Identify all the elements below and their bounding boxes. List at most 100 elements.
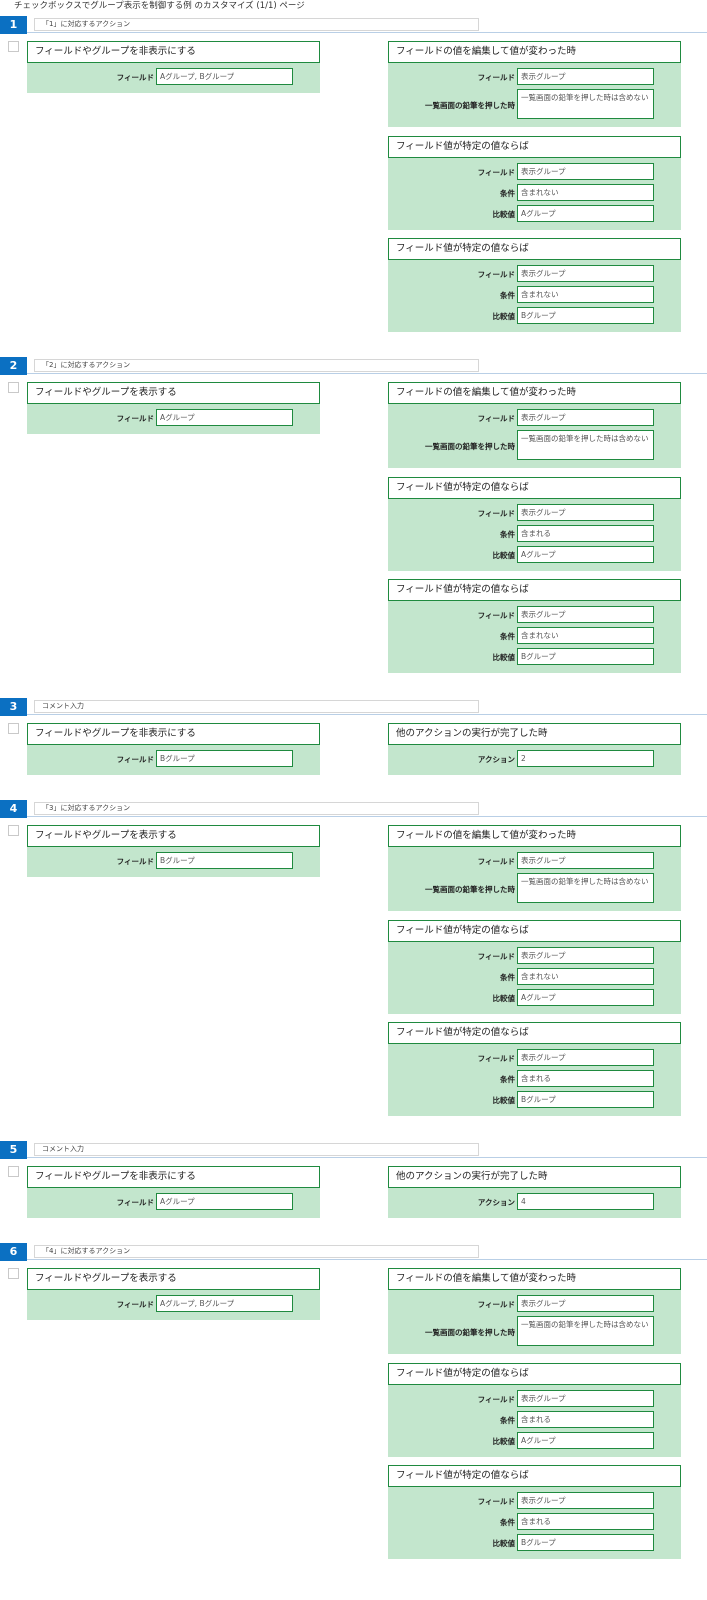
setting-value-field[interactable]: 表示グループ — [517, 947, 654, 964]
action-title[interactable]: フィールドやグループを表示する — [27, 1268, 320, 1290]
setting-value-field[interactable]: Aグループ — [156, 409, 293, 426]
setting-value-field[interactable]: 含まれる — [517, 1070, 654, 1087]
setting-value-field[interactable]: Bグループ — [517, 307, 654, 324]
condition-title[interactable]: フィールド値が特定の値ならば — [388, 920, 681, 942]
action-title[interactable]: フィールドやグループを非表示にする — [27, 1166, 320, 1188]
setting-value-field[interactable]: 表示グループ — [517, 265, 654, 282]
action-title[interactable]: フィールドやグループを表示する — [27, 382, 320, 404]
setting-row: フィールド表示グループ — [388, 409, 681, 430]
setting-value-field[interactable]: 表示グループ — [517, 852, 654, 869]
setting-label: フィールド — [477, 270, 515, 279]
setting-value-field[interactable]: 表示グループ — [517, 1390, 654, 1407]
setting-value-field[interactable]: 含まれる — [517, 1411, 654, 1428]
condition-title[interactable]: フィールド値が特定の値ならば — [388, 1465, 681, 1487]
action-title[interactable]: フィールドやグループを表示する — [27, 825, 320, 847]
setting-row: 一覧画面の鉛筆を押した時一覧画面の鉛筆を押した時は含めない — [388, 1316, 681, 1350]
setting-value-field[interactable]: Bグループ — [517, 1534, 654, 1551]
setting-value-field[interactable]: Aグループ — [517, 546, 654, 563]
comment-input[interactable]: 「2」に対応するアクション — [34, 359, 479, 372]
action-title[interactable]: フィールドやグループを非表示にする — [27, 723, 320, 745]
setting-value-field[interactable]: Aグループ — [517, 205, 654, 222]
condition-title[interactable]: 他のアクションの実行が完了した時 — [388, 723, 681, 745]
condition-title[interactable]: フィールドの値を編集して値が変わった時 — [388, 825, 681, 847]
setting-value-field[interactable]: Bグループ — [156, 750, 293, 767]
setting-row: 条件含まれる — [388, 525, 681, 546]
setting-label: フィールド — [477, 73, 515, 82]
setting-value-field[interactable]: 表示グループ — [517, 1049, 654, 1066]
setting-value-field[interactable]: 含まれない — [517, 184, 654, 201]
select-checkbox[interactable] — [8, 825, 19, 836]
select-checkbox[interactable] — [8, 41, 19, 52]
setting-value-field[interactable]: Bグループ — [156, 852, 293, 869]
setting-value-field[interactable]: 表示グループ — [517, 606, 654, 623]
select-checkbox[interactable] — [8, 382, 19, 393]
setting-label: 比較値 — [492, 1539, 516, 1548]
setting-row: フィールド表示グループ — [388, 1390, 681, 1411]
setting-value-field[interactable]: 一覧画面の鉛筆を押した時は含めない — [517, 1316, 654, 1346]
setting-value-field[interactable]: 含まれる — [517, 1513, 654, 1530]
setting-value-field[interactable]: 2 — [517, 750, 654, 767]
setting-label: 一覧画面の鉛筆を押した時 — [425, 885, 515, 894]
condition-title[interactable]: フィールド値が特定の値ならば — [388, 477, 681, 499]
setting-value-field[interactable]: 表示グループ — [517, 68, 654, 85]
setting-label: 比較値 — [492, 210, 516, 219]
setting-value-field[interactable]: 一覧画面の鉛筆を押した時は含めない — [517, 430, 654, 460]
comment-input[interactable]: 「4」に対応するアクション — [34, 1245, 479, 1258]
condition-body: フィールド表示グループ一覧画面の鉛筆を押した時一覧画面の鉛筆を押した時は含めない — [388, 847, 681, 911]
setting-value-field[interactable]: 含まれる — [517, 525, 654, 542]
setting-value-field[interactable]: 表示グループ — [517, 163, 654, 180]
setting-row: フィールド表示グループ — [388, 68, 681, 89]
condition-title[interactable]: フィールドの値を編集して値が変わった時 — [388, 382, 681, 404]
setting-value-field[interactable]: Aグループ — [517, 1432, 654, 1449]
select-checkbox[interactable] — [8, 1268, 19, 1279]
setting-value-field[interactable]: Aグループ, Bグループ — [156, 68, 293, 85]
setting-label: フィールド — [477, 857, 515, 866]
setting-value-field[interactable]: 一覧画面の鉛筆を押した時は含めない — [517, 873, 654, 903]
condition-title[interactable]: フィールド値が特定の値ならば — [388, 136, 681, 158]
setting-value-field[interactable]: Aグループ — [517, 989, 654, 1006]
condition-title[interactable]: フィールド値が特定の値ならば — [388, 1022, 681, 1044]
setting-value-field[interactable]: 一覧画面の鉛筆を押した時は含めない — [517, 89, 654, 119]
comment-input[interactable]: コメント入力 — [34, 700, 479, 713]
setting-value-field[interactable]: 表示グループ — [517, 1492, 654, 1509]
setting-value-field[interactable]: 含まれない — [517, 286, 654, 303]
setting-value-field[interactable]: Aグループ, Bグループ — [156, 1295, 293, 1312]
condition-title[interactable]: フィールド値が特定の値ならば — [388, 238, 681, 260]
setting-value-field[interactable]: 含まれない — [517, 968, 654, 985]
setting-value-field[interactable]: 含まれない — [517, 627, 654, 644]
setting-label: 条件 — [500, 1075, 515, 1084]
setting-value-field[interactable]: 表示グループ — [517, 504, 654, 521]
comment-input[interactable]: コメント入力 — [34, 1143, 479, 1156]
condition-title[interactable]: フィールド値が特定の値ならば — [388, 579, 681, 601]
setting-row: 条件含まれない — [388, 184, 681, 205]
setting-value-field[interactable]: 表示グループ — [517, 409, 654, 426]
condition-title[interactable]: フィールドの値を編集して値が変わった時 — [388, 1268, 681, 1290]
setting-value-field[interactable]: Bグループ — [517, 1091, 654, 1108]
select-checkbox[interactable] — [8, 723, 19, 734]
comment-input[interactable]: 「1」に対応するアクション — [34, 18, 479, 31]
section-divider — [27, 32, 707, 33]
setting-value-field[interactable]: 4 — [517, 1193, 654, 1210]
setting-value-field[interactable]: 表示グループ — [517, 1295, 654, 1312]
setting-value-field[interactable]: Aグループ — [156, 1193, 293, 1210]
action-title[interactable]: フィールドやグループを非表示にする — [27, 41, 320, 63]
select-checkbox[interactable] — [8, 1166, 19, 1177]
comment-input[interactable]: 「3」に対応するアクション — [34, 802, 479, 815]
condition-body: フィールド表示グループ一覧画面の鉛筆を押した時一覧画面の鉛筆を押した時は含めない — [388, 63, 681, 127]
condition-title[interactable]: 他のアクションの実行が完了した時 — [388, 1166, 681, 1188]
setting-value-field[interactable]: Bグループ — [517, 648, 654, 665]
section-number: 3 — [0, 698, 27, 716]
setting-label: 比較値 — [492, 653, 516, 662]
condition-title[interactable]: フィールドの値を編集して値が変わった時 — [388, 41, 681, 63]
condition-title[interactable]: フィールド値が特定の値ならば — [388, 1363, 681, 1385]
setting-row: フィールド表示グループ — [388, 947, 681, 968]
